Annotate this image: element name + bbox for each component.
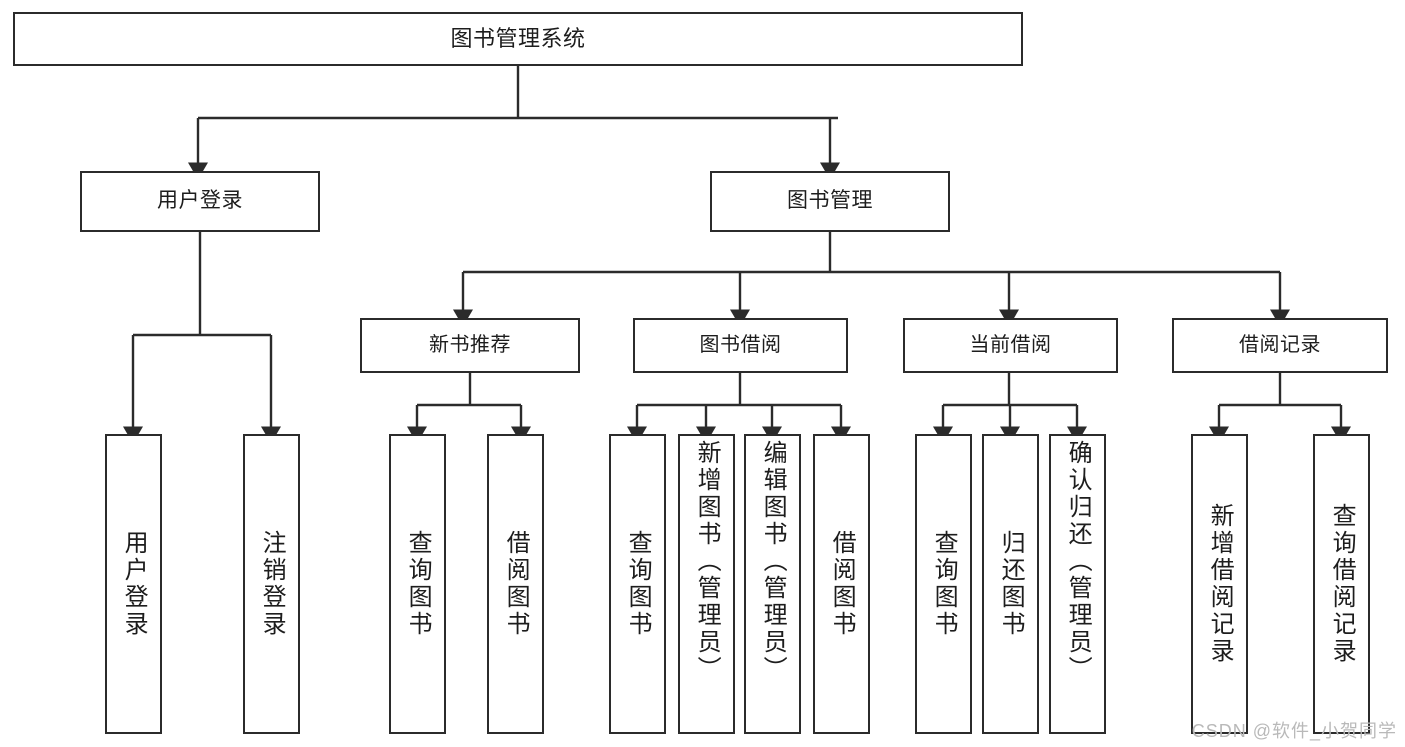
- node-new-book-recommend-label: 新书推荐: [429, 333, 511, 356]
- leaf-add-record-label: 新增借阅记录: [1206, 503, 1234, 665]
- node-user-login[interactable]: 用户登录: [80, 171, 320, 232]
- leaf-query-book-2[interactable]: 查询图书: [609, 434, 666, 734]
- leaf-edit-book-label: 编辑图书（管理员）: [759, 440, 787, 683]
- leaf-borrow-book-2[interactable]: 借阅图书: [813, 434, 870, 734]
- leaf-user-login[interactable]: 用户登录: [105, 434, 162, 734]
- leaf-logout-label: 注销登录: [258, 530, 286, 638]
- leaf-logout[interactable]: 注销登录: [243, 434, 300, 734]
- leaf-add-book-label: 新增图书（管理员）: [693, 440, 721, 683]
- leaf-query-book-2-label: 查询图书: [624, 530, 652, 638]
- leaf-borrow-book-1-label: 借阅图书: [502, 530, 530, 638]
- node-current-borrow[interactable]: 当前借阅: [903, 318, 1118, 373]
- leaf-return-book[interactable]: 归还图书: [982, 434, 1039, 734]
- leaf-borrow-book-1[interactable]: 借阅图书: [487, 434, 544, 734]
- watermark: CSDN @软件_小贺同学: [1191, 721, 1397, 741]
- leaf-confirm-return[interactable]: 确认归还（管理员）: [1049, 434, 1106, 734]
- node-borrow-record-label: 借阅记录: [1239, 333, 1321, 356]
- node-book-borrow-label: 图书借阅: [699, 333, 782, 356]
- node-borrow-record[interactable]: 借阅记录: [1172, 318, 1388, 373]
- leaf-user-login-label: 用户登录: [120, 530, 148, 638]
- node-book-manage[interactable]: 图书管理: [710, 171, 950, 232]
- leaf-query-book-1-label: 查询图书: [404, 530, 432, 638]
- node-current-borrow-label: 当前借阅: [969, 333, 1052, 356]
- leaf-query-record-label: 查询借阅记录: [1328, 503, 1356, 665]
- node-book-manage-label: 图书管理: [787, 189, 873, 213]
- leaf-query-book-1[interactable]: 查询图书: [389, 434, 446, 734]
- node-root-label: 图书管理系统: [450, 26, 586, 52]
- leaf-query-book-3[interactable]: 查询图书: [915, 434, 972, 734]
- leaf-add-book[interactable]: 新增图书（管理员）: [678, 434, 735, 734]
- leaf-borrow-book-2-label: 借阅图书: [828, 530, 856, 638]
- node-root[interactable]: 图书管理系统: [13, 12, 1023, 66]
- leaf-query-record[interactable]: 查询借阅记录: [1313, 434, 1370, 734]
- leaf-add-record[interactable]: 新增借阅记录: [1191, 434, 1248, 734]
- node-user-login-label: 用户登录: [157, 189, 243, 213]
- leaf-return-book-label: 归还图书: [997, 530, 1025, 638]
- node-book-borrow[interactable]: 图书借阅: [633, 318, 848, 373]
- leaf-confirm-return-label: 确认归还（管理员）: [1064, 440, 1092, 683]
- leaf-query-book-3-label: 查询图书: [930, 530, 958, 638]
- leaf-edit-book[interactable]: 编辑图书（管理员）: [744, 434, 801, 734]
- node-new-book-recommend[interactable]: 新书推荐: [360, 318, 580, 373]
